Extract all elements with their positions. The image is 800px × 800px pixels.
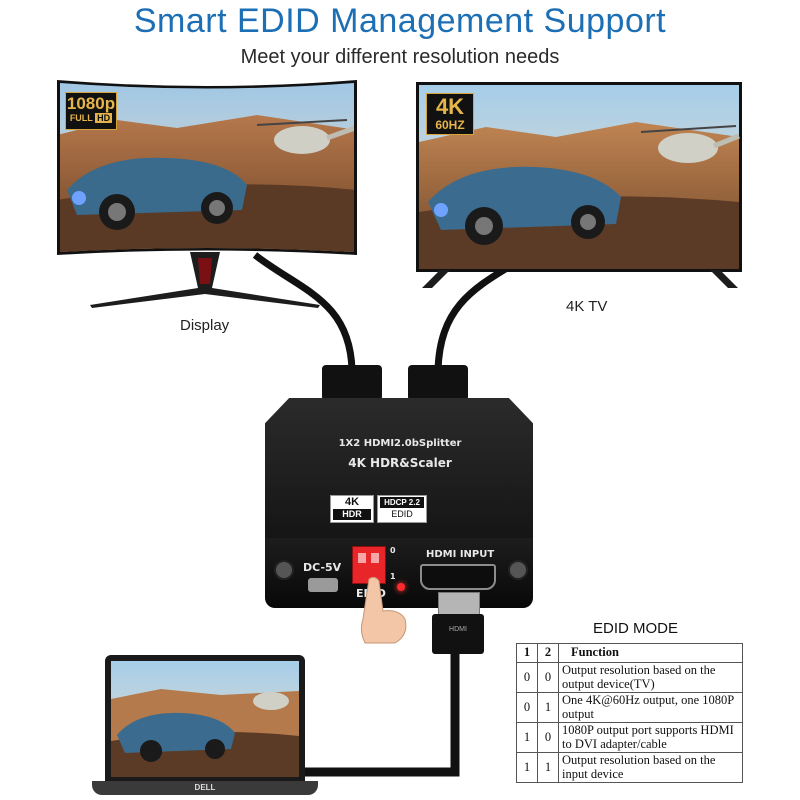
- badge-4k-text: 4K: [435, 94, 465, 119]
- table-header-cell: 2: [537, 643, 559, 663]
- dip-switch-1[interactable]: [358, 553, 366, 563]
- left-display-screen: [57, 80, 357, 255]
- right-display-caption: 4K TV: [566, 298, 608, 315]
- badge-hd-text: HD: [95, 113, 113, 123]
- table-cell: 1: [537, 692, 559, 723]
- hdmi-input-label: HDMI INPUT: [426, 549, 495, 560]
- finger-icon: [360, 576, 407, 644]
- screw-icon: [274, 560, 294, 580]
- table-header-cell: 1: [516, 643, 538, 663]
- switch-mark-0: 0: [390, 546, 396, 555]
- left-display-stand: [90, 252, 320, 308]
- left-display-caption: Display: [180, 317, 230, 334]
- table-row: 0 1 One 4K@60Hz output, one 1080P output: [516, 692, 743, 723]
- hdmi-plug-output-1: [322, 365, 382, 401]
- screw-icon: [508, 560, 528, 580]
- logo-hdcp-text: HDCP 2.2: [380, 497, 424, 508]
- cable-input-laptop: [300, 650, 460, 777]
- edid-mode-title: EDID MODE: [593, 620, 679, 637]
- hdmi-input-port[interactable]: [420, 564, 496, 590]
- laptop-screen: [111, 661, 299, 777]
- left-display: 1080p FULL HD: [57, 80, 357, 255]
- badge-1080p-text: 1080p: [66, 94, 116, 113]
- page-subtitle: Meet your different resolution needs: [240, 46, 560, 68]
- table-cell-function: Output resolution based on the input dev…: [558, 752, 743, 783]
- right-display-stand: [422, 270, 738, 288]
- dip-switch-2[interactable]: [371, 553, 379, 563]
- table-cell: 0: [537, 662, 559, 693]
- cable-left-display: [252, 252, 356, 371]
- badge-1080p: 1080p FULL HD: [65, 92, 117, 130]
- edid-mode-table: 1 2 Function 0 0 Output resolution based…: [516, 643, 743, 783]
- logo-4k-text: 4K: [344, 496, 360, 508]
- table-cell-function: 1080P output port supports HDMI to DVI a…: [558, 722, 743, 753]
- cable-right-tv: [434, 261, 514, 371]
- logo-hdr-text: HDR: [333, 509, 371, 520]
- hdmi-plug-text: HDMI: [449, 626, 467, 633]
- table-row: 1 1 Output resolution based on the input…: [516, 752, 743, 783]
- table-cell: 1: [537, 752, 559, 783]
- dc-power-port[interactable]: [308, 578, 338, 592]
- laptop-base: DELL: [92, 781, 318, 795]
- right-display: 4K 60HZ: [416, 82, 742, 272]
- table-cell: 1: [516, 722, 538, 753]
- page-title: Smart EDID Management Support: [133, 2, 667, 40]
- table-row: 0 0 Output resolution based on the outpu…: [516, 662, 743, 693]
- laptop: [105, 655, 305, 783]
- badge-4k: 4K 60HZ: [426, 93, 474, 135]
- logo-hdcp-edid: HDCP 2.2 EDID: [377, 495, 427, 523]
- dc-power-label: DC-5V: [303, 561, 342, 574]
- table-header-row: 1 2 Function: [516, 643, 743, 663]
- switch-mark-1: 1: [390, 572, 396, 581]
- badge-60hz-text: 60HZ: [435, 118, 465, 132]
- table-cell: 1: [516, 752, 538, 783]
- splitter-feature-label: 4K HDR&Scaler: [348, 456, 452, 470]
- power-led: [397, 583, 405, 591]
- table-cell-function: One 4K@60Hz output, one 1080P output: [558, 692, 743, 723]
- hdmi-plug-input: HDMI: [432, 614, 484, 654]
- laptop-brand-logo: DELL: [194, 783, 216, 792]
- table-row: 1 0 1080P output port supports HDMI to D…: [516, 722, 743, 753]
- hdmi-plug-metal: [438, 592, 480, 618]
- logo-edid-text: EDID: [391, 509, 413, 519]
- table-cell: 0: [516, 692, 538, 723]
- table-cell: 0: [537, 722, 559, 753]
- badge-full-text: FULL: [69, 113, 93, 123]
- table-cell: 0: [516, 662, 538, 693]
- hdmi-plug-output-2: [408, 365, 468, 401]
- edid-dip-switch[interactable]: [352, 546, 386, 584]
- table-cell-function: Output resolution based on the output de…: [558, 662, 743, 693]
- table-header-cell: Function: [558, 643, 743, 663]
- logo-4k-hdr: 4K HDR: [330, 495, 374, 523]
- splitter-model-label: 1X2 HDMI2.0bSplitter: [338, 438, 462, 449]
